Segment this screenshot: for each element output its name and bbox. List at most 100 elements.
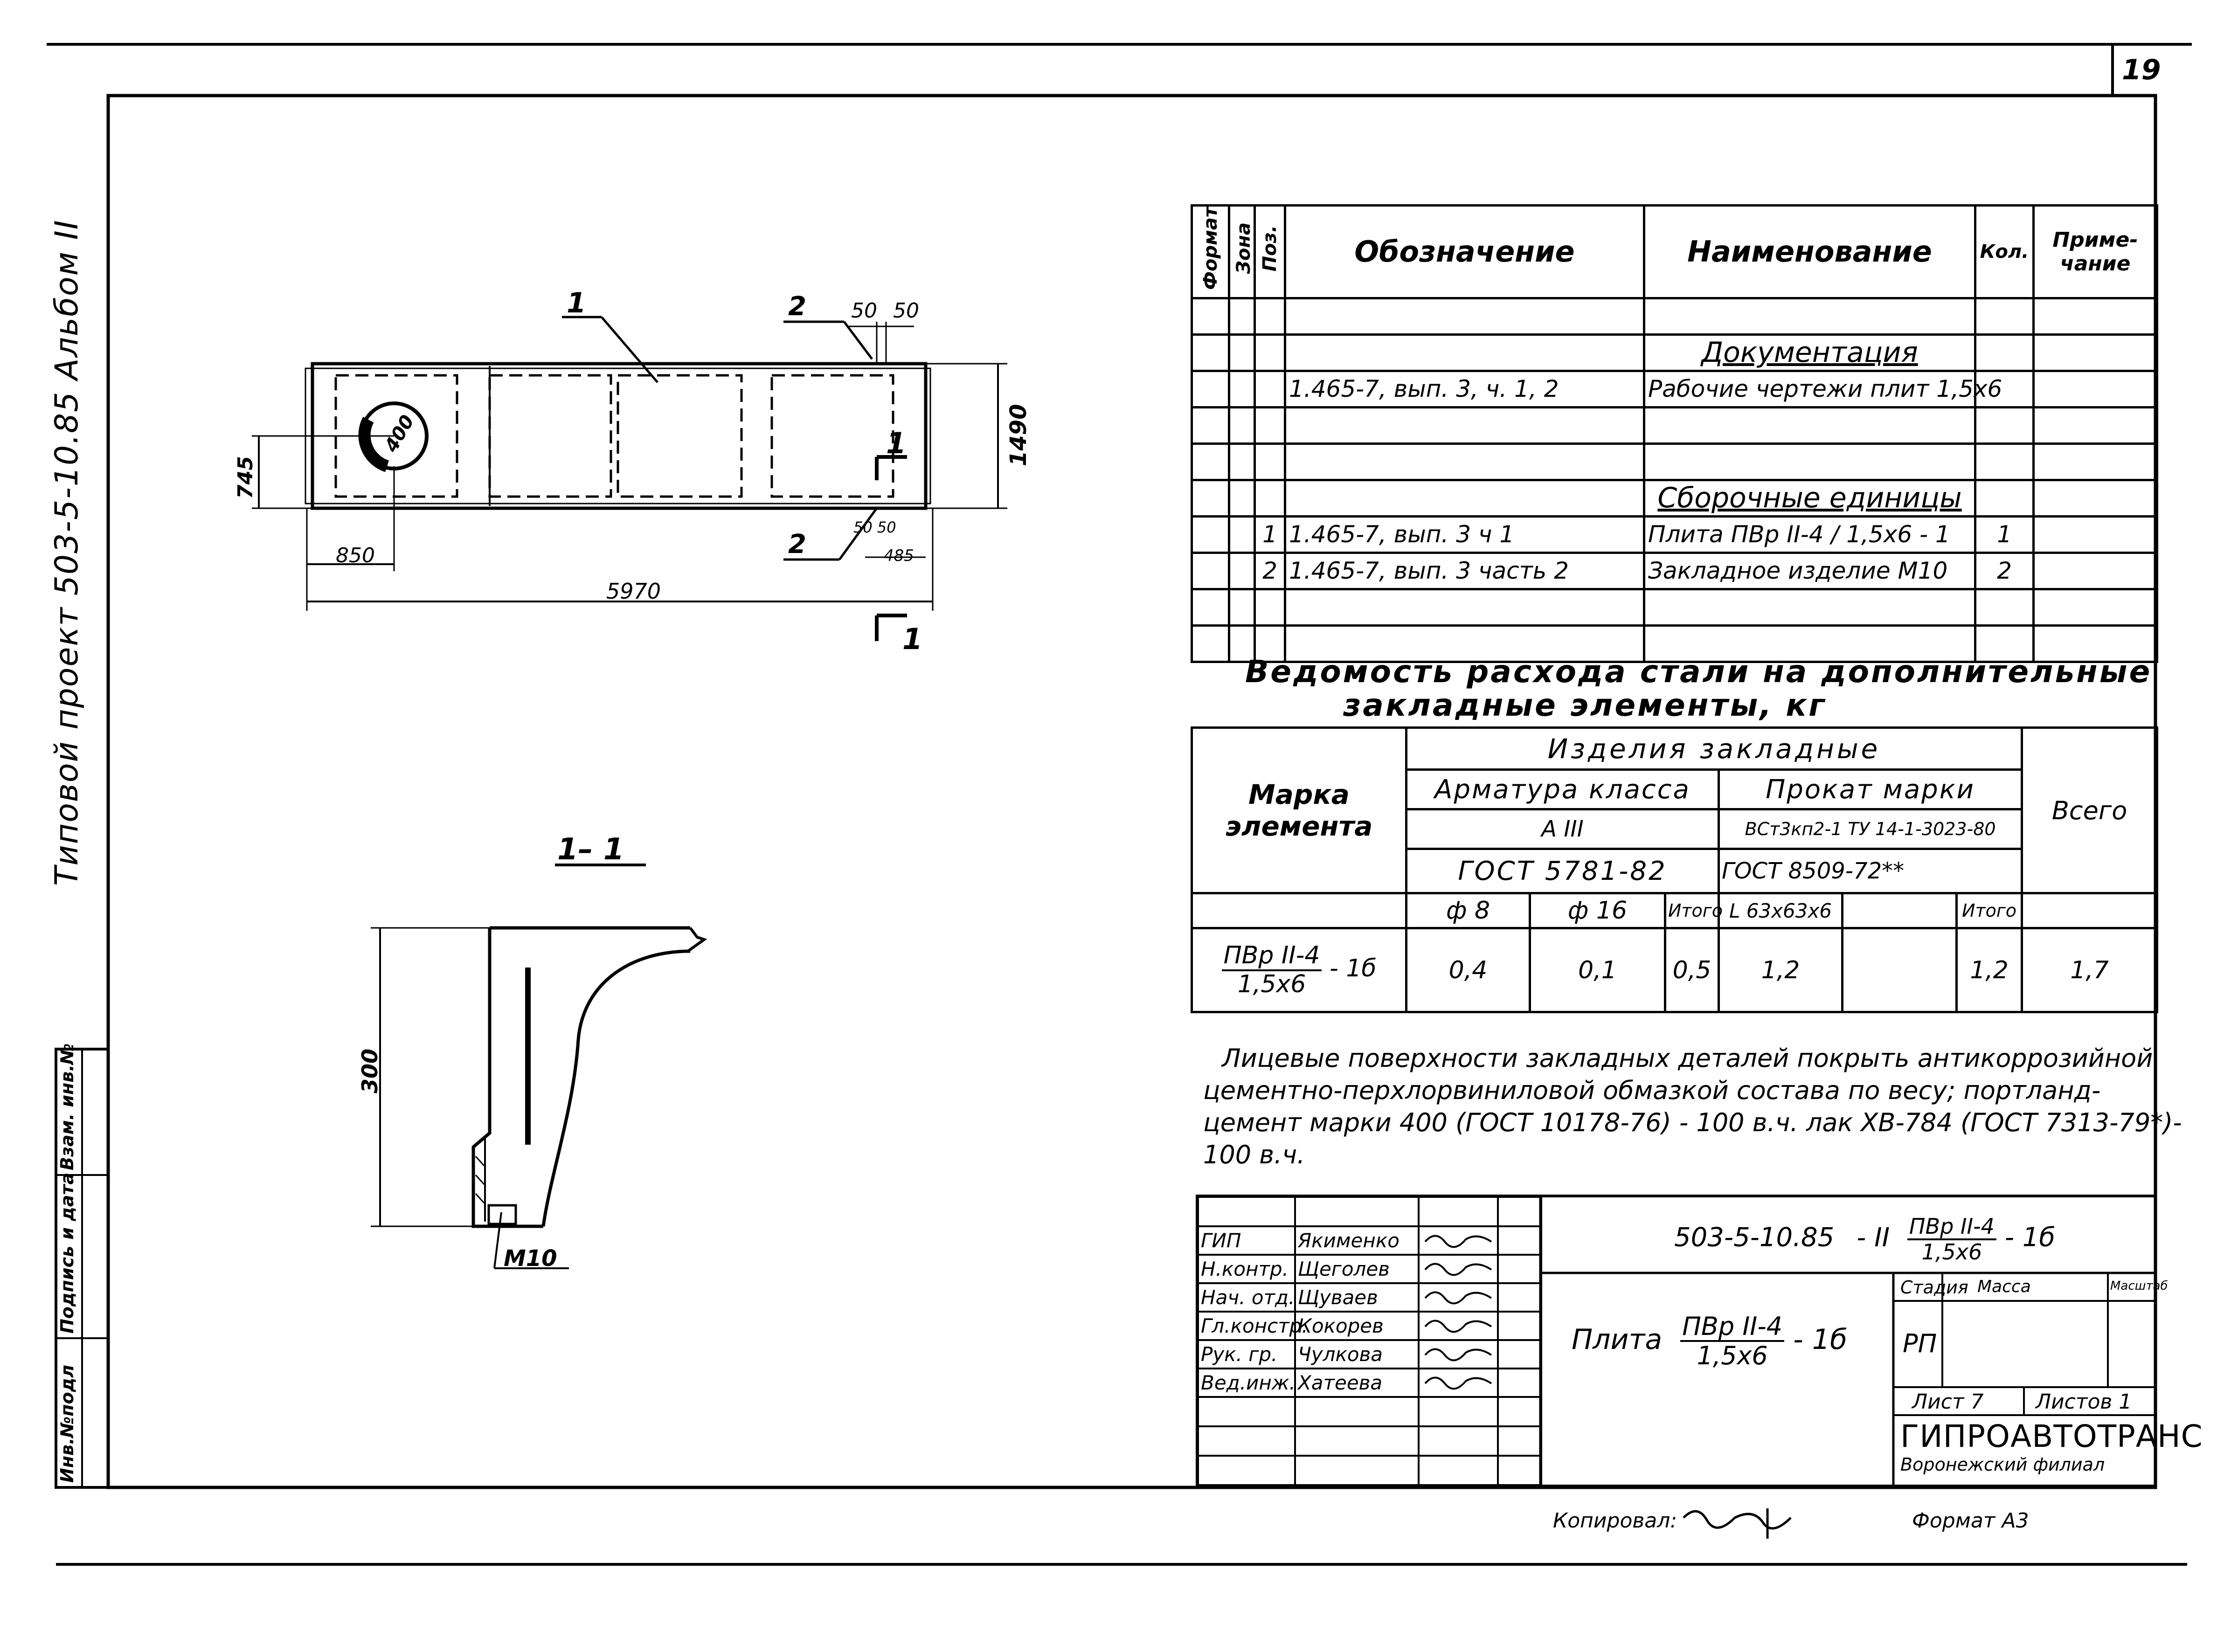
dim-50b: 50 xyxy=(893,299,919,323)
spec-pos: 1 xyxy=(1254,515,1286,554)
steel-table: Марка элемента Изделия закладные Всего А… xyxy=(1191,726,2159,1013)
staff-date xyxy=(1497,1339,1542,1369)
spec-row xyxy=(1191,588,2158,627)
spec-name: Документация xyxy=(1643,333,1976,372)
steel-sub-5: Итого xyxy=(1955,892,2023,929)
sheet-number: Лист 7 xyxy=(1912,1390,1984,1414)
stamp-inv-label: Инв.№подл xyxy=(57,1364,77,1483)
spec-qty xyxy=(1974,297,2035,336)
steel-rebar-class: A III xyxy=(1405,808,1720,850)
steel-val-2: 0,5 xyxy=(1664,927,1720,1013)
dim-300: 300 xyxy=(357,1048,382,1093)
staff-name: Чулкова xyxy=(1294,1339,1420,1369)
mass-header: Масса xyxy=(1977,1277,2031,1296)
spec-qty: 1 xyxy=(1974,515,2035,554)
spec-designation xyxy=(1284,333,1645,372)
staff-date xyxy=(1497,1282,1542,1313)
staff-signature xyxy=(1418,1282,1499,1313)
staff-name: Хатеева xyxy=(1294,1367,1420,1398)
stage-header: Стадия xyxy=(1900,1277,1968,1298)
col-designation: Обозначение xyxy=(1284,204,1645,299)
spec-row xyxy=(1191,624,2158,663)
scale-header: Масштаб xyxy=(2110,1279,2168,1293)
spec-designation: 1.465-7, вып. 3, ч. 1, 2 xyxy=(1284,369,1645,408)
title-block-frame xyxy=(1196,1195,2157,1487)
steel-sub-3: L 63х63х6 xyxy=(1718,892,1843,929)
staff-role: Н.контр. xyxy=(1197,1254,1296,1284)
spec-pos xyxy=(1254,406,1286,445)
staff-name: Щуваев xyxy=(1294,1282,1420,1313)
spec-pos xyxy=(1254,588,1286,627)
section-view xyxy=(371,864,707,1269)
col-format: Формат xyxy=(1191,204,1230,299)
spec-qty xyxy=(1974,478,2035,518)
staff-row: Н.контр.Щеголев xyxy=(1197,1254,1542,1284)
spec-name xyxy=(1643,297,1976,336)
steel-val-3: 1,2 xyxy=(1718,927,1843,1013)
spec-designation xyxy=(1284,442,1645,481)
section-mark-bottom: 1 xyxy=(902,622,923,656)
steel-rolled-gost: ГОСТ 8509-72** xyxy=(1717,848,2023,894)
section-title: 1– 1 xyxy=(557,832,624,867)
dim-50-small: 50 50 xyxy=(853,518,896,536)
spec-qty: 2 xyxy=(1974,551,2035,590)
steel-sub-0: ф 8 xyxy=(1405,892,1531,929)
staff-signature xyxy=(1418,1367,1499,1398)
section-mark-top: 1 xyxy=(886,426,907,460)
staff-date xyxy=(1497,1254,1542,1284)
specification-table: Формат Зона Поз. Обозначение Наименовани… xyxy=(1191,204,2158,663)
spec-qty xyxy=(1974,624,2035,663)
dim-50a: 50 xyxy=(851,299,877,323)
staff-name: Кокорев xyxy=(1294,1310,1420,1341)
spec-qty xyxy=(1974,406,2035,445)
spec-designation: 1.465-7, вып. 3 ч 1 xyxy=(1284,515,1645,554)
staff-row: Гл.констр.Кокорев xyxy=(1197,1310,1542,1341)
staff-date xyxy=(1497,1310,1542,1341)
spec-designation xyxy=(1284,406,1645,445)
steel-group: Изделия закладные xyxy=(1405,726,2023,771)
note-line: Лицевые поверхности закладных деталей по… xyxy=(1222,1044,2153,1073)
steel-val-5: 1,2 xyxy=(1955,927,2023,1013)
spec-qty xyxy=(1974,369,2035,408)
col-zone: Зона xyxy=(1228,204,1256,299)
spec-row: Сборочные единицы xyxy=(1191,478,2158,518)
spec-pos xyxy=(1254,624,1286,663)
steel-title-line2: закладные элементы, кг xyxy=(1343,687,1827,723)
plan-pos2-bottom-label: 2 xyxy=(788,529,806,560)
staff-signature xyxy=(1418,1339,1499,1369)
steel-col-mark: Марка элемента xyxy=(1191,726,1407,894)
branch-name: Воронежский филиал xyxy=(1900,1454,2105,1475)
plan-pos1-label: 1 xyxy=(567,287,586,319)
col-qty: Кол. xyxy=(1974,204,2035,299)
sheets-total: Листов 1 xyxy=(2036,1390,2132,1414)
organization-name: ГИПРОАВТОТРАНС xyxy=(1900,1418,2203,1454)
plan-view xyxy=(252,316,1007,641)
dim-5970: 5970 xyxy=(606,579,661,604)
staff-signature xyxy=(1418,1254,1499,1284)
staff-role: Гл.констр. xyxy=(1197,1310,1308,1341)
spec-name: Рабочие чертежи плит 1,5х6 xyxy=(1643,369,2002,408)
steel-val-0: 0,4 xyxy=(1405,927,1531,1013)
spec-row: Документация xyxy=(1191,333,2158,372)
spec-designation xyxy=(1284,297,1645,336)
note-line: цемент марки 400 (ГОСТ 10178-76) - 100 в… xyxy=(1203,1108,2182,1138)
spec-name: Закладное изделие М10 xyxy=(1643,551,1976,590)
staff-row: Рук. гр.Чулкова xyxy=(1197,1339,1542,1369)
spec-pos xyxy=(1254,478,1286,518)
spec-row xyxy=(1191,442,2158,481)
staff-signature xyxy=(1418,1310,1499,1341)
staff-signature xyxy=(1418,1225,1499,1256)
steel-val-4 xyxy=(1841,927,1958,1013)
spec-pos xyxy=(1254,297,1286,336)
coating-note: Лицевые поверхности закладных деталей по… xyxy=(1203,1042,2182,1171)
dim-1490: 1490 xyxy=(1005,404,1032,466)
spec-name xyxy=(1643,442,1976,481)
staff-row: Нач. отд.Щуваев xyxy=(1197,1282,1542,1313)
spec-name xyxy=(1643,406,1976,445)
note-line: 100 в.ч. xyxy=(1203,1140,1305,1170)
